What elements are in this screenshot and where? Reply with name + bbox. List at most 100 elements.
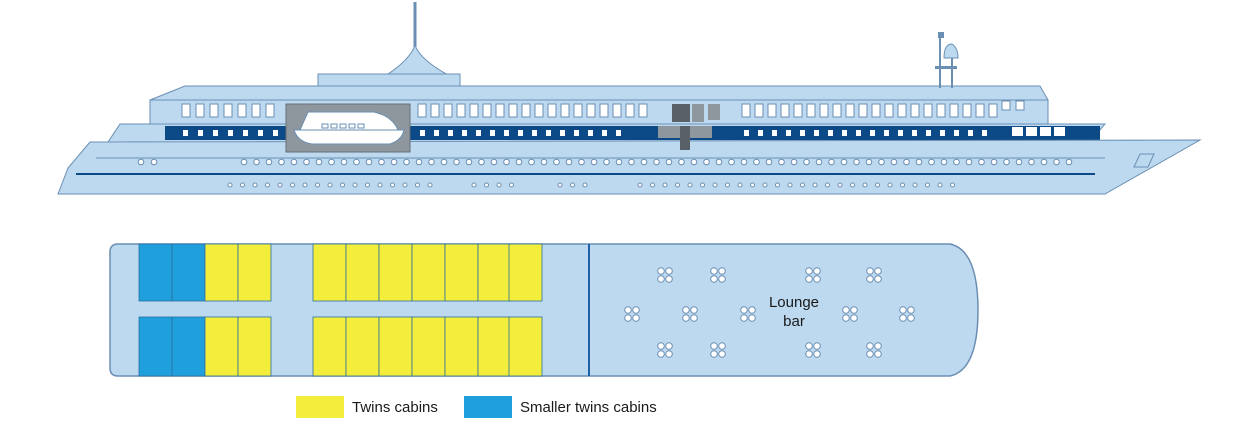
lounge-seat (813, 350, 821, 358)
lounge-seat (874, 350, 882, 358)
smaller-twin-cabin (171, 316, 206, 377)
porthole (290, 158, 298, 166)
band-window (744, 130, 749, 136)
band-window-large (1026, 127, 1037, 136)
porthole (265, 158, 273, 166)
porthole-small (570, 182, 575, 188)
lounge-seat (874, 342, 882, 350)
cabin-window (884, 103, 894, 118)
porthole-small (315, 182, 320, 188)
band-window (518, 130, 523, 136)
twin-cabin (345, 316, 380, 377)
lounge-seat (710, 267, 718, 275)
lounge-bar-label: Lounge bar (757, 293, 831, 331)
cabin-window (741, 103, 751, 118)
porthole-small (675, 182, 680, 188)
band-window (228, 130, 233, 136)
lounge-seat (718, 267, 726, 275)
porthole-small (825, 182, 830, 188)
lounge-seat (874, 267, 882, 275)
twin-cabin (345, 243, 380, 302)
porthole (665, 158, 673, 166)
porthole (553, 158, 560, 166)
porthole (478, 158, 485, 166)
cabin-window (793, 103, 803, 118)
band-window (183, 130, 188, 136)
band-window (926, 130, 931, 136)
lounge-seat (632, 314, 640, 322)
band-window (434, 130, 439, 136)
band-window (912, 130, 917, 136)
cabin-window (586, 103, 596, 118)
cabin-window (223, 103, 233, 118)
porthole-small (302, 182, 308, 188)
porthole-small (496, 182, 502, 188)
lounge-seat (748, 314, 756, 322)
porthole (1040, 158, 1048, 166)
porthole (1053, 158, 1060, 166)
lounge-seat (866, 275, 874, 283)
porthole-small (240, 182, 245, 188)
band-window (243, 130, 248, 136)
band-window (870, 130, 875, 136)
cabin-window (871, 103, 881, 118)
band-window-large (1040, 127, 1051, 136)
lounge-seat (718, 275, 726, 283)
porthole (928, 158, 935, 166)
lounge-seat (624, 314, 632, 322)
band-window (856, 130, 861, 136)
porthole-small (365, 182, 370, 188)
porthole (890, 158, 898, 166)
porthole (778, 158, 785, 166)
cabin-window (806, 103, 816, 118)
twin-cabin (411, 243, 446, 302)
twin-cabin (411, 316, 446, 377)
porthole-small (712, 182, 718, 188)
smaller-twin-cabin (171, 243, 206, 302)
porthole-small (925, 182, 930, 188)
twin-cabin (508, 243, 543, 302)
cabin-window (195, 103, 205, 118)
cabin-window (767, 103, 777, 118)
porthole-small (862, 182, 868, 188)
twin-cabin (312, 243, 347, 302)
band-window (800, 130, 805, 136)
lounge-seat (813, 342, 821, 350)
cabin-window (495, 103, 505, 118)
porthole-small (377, 182, 383, 188)
cabin-window (988, 103, 998, 118)
porthole (590, 158, 598, 166)
band-window (828, 130, 833, 136)
porthole-small (484, 182, 489, 188)
porthole (990, 158, 998, 166)
cabin-window (534, 103, 544, 118)
porthole-small (327, 182, 333, 188)
band-window (602, 130, 607, 136)
band-window (574, 130, 579, 136)
band-window (772, 130, 777, 136)
porthole (315, 158, 323, 166)
porthole (278, 158, 285, 166)
porthole-small (402, 182, 408, 188)
porthole (653, 158, 660, 166)
porthole (1003, 158, 1010, 166)
lounge-seat (690, 314, 698, 322)
porthole-small (737, 182, 743, 188)
porthole (603, 158, 610, 166)
band-window (982, 130, 987, 136)
porthole (740, 158, 748, 166)
lounge-seat (805, 350, 813, 358)
smaller-twin-cabin (138, 243, 173, 302)
porthole (490, 158, 498, 166)
band-window (198, 130, 203, 136)
lounge-seat (866, 350, 874, 358)
band-window (588, 130, 593, 136)
lounge-seat (748, 306, 756, 314)
cabin-window (599, 103, 609, 118)
lounge-seat (665, 350, 673, 358)
porthole (565, 158, 573, 166)
band-window (258, 130, 263, 136)
porthole-small (582, 182, 588, 188)
band-window (814, 130, 819, 136)
